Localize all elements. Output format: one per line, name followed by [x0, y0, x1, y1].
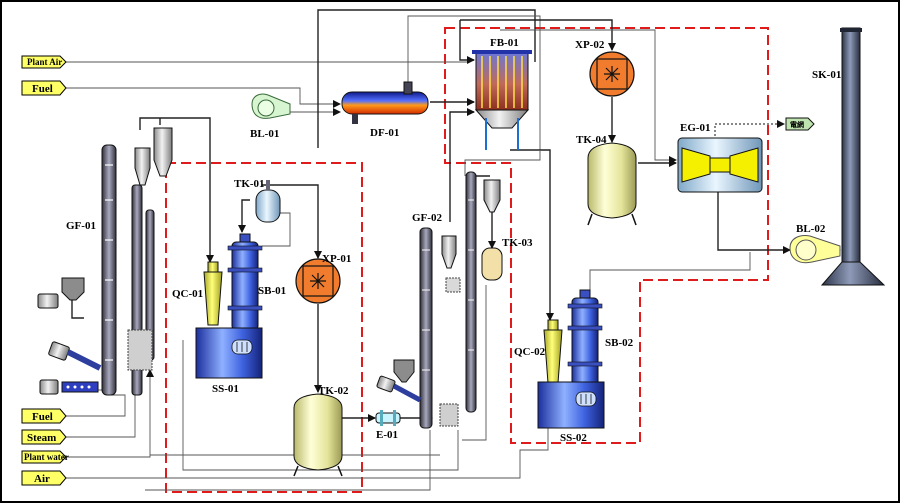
input-plant-air: Plant Air [21, 55, 67, 69]
label-ss01: SS-01 [212, 383, 239, 395]
label-sk01: SK-01 [812, 69, 841, 81]
tank-tk03: TK-03 [481, 237, 533, 281]
input-fuel-top: Fuel [21, 80, 67, 96]
label-tk01: TK-01 [234, 178, 265, 190]
exchanger-e01: E-01 [375, 410, 401, 441]
label-sb02: SB-02 [605, 337, 634, 349]
label-tk04: TK-04 [576, 134, 607, 146]
furnace-df01: DF-01 [341, 81, 429, 139]
label-df01: DF-01 [370, 127, 399, 139]
generator-eg01: EG-01 [677, 122, 763, 193]
tank-tk04: TK-04 [576, 134, 637, 226]
piping [66, 9, 841, 491]
label-bl02: BL-02 [796, 223, 826, 235]
label-fb01: FB-01 [490, 37, 519, 49]
label-sb01: SB-01 [258, 285, 286, 297]
label-eg01: EG-01 [680, 122, 711, 134]
input-plant-air-label: Plant Air [27, 57, 62, 67]
gasifier-gf01: GF-01 [66, 127, 173, 396]
label-qc01: QC-01 [172, 288, 203, 300]
input-air: Air [21, 470, 67, 486]
sump-ss01: SS-01 [195, 327, 263, 395]
scrubber-sb01: SB-01 [227, 233, 286, 331]
sump-ss02: SS-02 [537, 381, 605, 444]
label-bl01: BL-01 [250, 128, 279, 140]
baghouse-fb01: FB-01 [472, 37, 532, 150]
label-xp01: XP-01 [322, 253, 351, 265]
blower-bl01: BL-01 [250, 93, 291, 140]
feed-system-gf02 [376, 359, 422, 403]
label-gf02: GF-02 [412, 212, 442, 224]
input-air-label: Air [34, 473, 50, 485]
input-fuel-bottom-label: Fuel [32, 411, 53, 423]
quench-qc02: QC-02 [514, 319, 563, 384]
label-ss02: SS-02 [560, 432, 587, 444]
tank-tk01: TK-01 [234, 178, 281, 223]
label-e01: E-01 [376, 429, 398, 441]
feed-system-gf01 [37, 277, 102, 395]
blower-bl02: BL-02 [789, 223, 841, 264]
input-plant-water-label: Plant water [24, 452, 69, 462]
zone-train-1 [165, 162, 363, 493]
output-power: 電網 [785, 117, 815, 131]
input-steam-label: Steam [27, 432, 56, 444]
gasifier-gf02: GF-02 [412, 171, 501, 429]
exchanger-xp02: XP-02 [575, 39, 635, 97]
input-fuel-bottom: Fuel [21, 408, 67, 424]
exchanger-xp01: XP-01 [295, 253, 351, 304]
input-steam: Steam [21, 429, 67, 445]
label-qc02: QC-02 [514, 346, 546, 358]
quench-qc01: QC-01 [172, 261, 223, 326]
label-tk03: TK-03 [502, 237, 533, 249]
stack-sk01: SK-01 [812, 27, 886, 286]
label-tk02: TK-02 [318, 385, 349, 397]
input-fuel-top-label: Fuel [32, 83, 53, 95]
label-xp02: XP-02 [575, 39, 605, 51]
scrubber-sb02: SB-02 [567, 289, 634, 389]
label-gf01: GF-01 [66, 220, 96, 232]
input-plant-water: Plant water [21, 450, 69, 464]
output-power-label: 電網 [790, 120, 804, 129]
tank-tk02: TK-02 [293, 385, 349, 477]
zone-train-2 [444, 27, 769, 444]
